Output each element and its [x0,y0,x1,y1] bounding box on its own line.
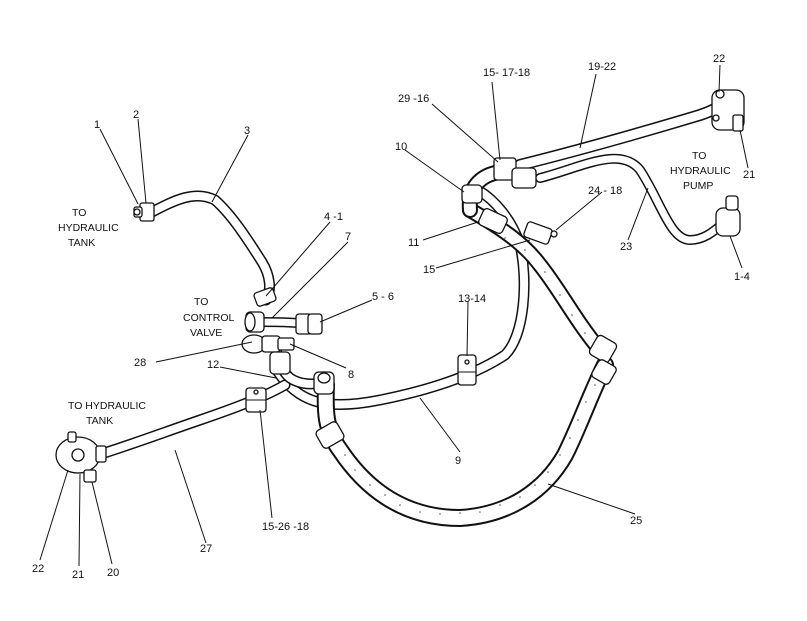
callout-2: 2 [133,109,139,121]
callout-29-16: 29 -16 [398,93,429,105]
hose-assemblies [92,94,734,527]
note-pump-line2: HYDRAULIC [670,165,731,177]
clamp-13-14 [457,354,477,386]
callout-7: 7 [345,231,351,243]
elbow-1-4 [715,195,741,237]
callout-22-right: 22 [713,53,725,65]
callout-20: 20 [107,567,119,579]
tank-flange-20-22 [55,431,107,483]
leader-lines [39,64,749,567]
destination-notes: TO HYDRAULIC TANK TO CONTROL VALVE TO HY… [58,150,731,427]
hose-25 [316,356,614,527]
callout-23: 23 [620,241,632,253]
fitting-28 [241,334,295,354]
callout-28: 28 [134,357,146,369]
elbow-12 [269,351,291,375]
fitting-4-1 [253,287,277,307]
callout-5-6: 5 - 6 [372,291,394,303]
callout-4-1: 4 -1 [324,211,343,223]
fitting-29-16 [493,157,537,189]
callout-12: 12 [207,359,219,371]
callout-9: 9 [455,455,461,467]
callout-15-17-18: 15- 17-18 [483,67,530,79]
callout-11: 11 [408,237,419,249]
fitting-10-11 [461,184,508,234]
fittings [55,89,745,483]
fitting-5-6 [295,313,323,335]
note-tank-top-line2: HYDRAULIC [58,222,119,234]
fitting-25-right [588,334,618,385]
callout-13-14: 13-14 [458,293,486,305]
note-control-line1: TO [194,296,208,308]
callout-10: 10 [395,141,407,153]
fitting-25-lower [315,421,345,449]
callout-21-left: 21 [72,569,84,581]
callout-1-4: 1-4 [734,271,750,283]
callout-19-22: 19-22 [588,61,616,73]
fitting-1-2 [133,202,155,222]
callout-labels: 1 2 3 4 -1 7 5 - 6 28 8 12 9 13-14 15-26… [32,53,755,581]
callout-21-right: 21 [743,169,755,181]
callout-24-18: 24 - 18 [588,185,622,197]
note-tank-bottom-line2: TANK [86,415,113,427]
hose-texture [334,229,596,515]
callout-3: 3 [244,125,250,137]
callout-22-left: 22 [32,563,44,575]
clamp-24-18 [523,221,558,245]
callout-8: 8 [348,369,354,381]
fitting-25-left [313,371,335,395]
note-control-line2: CONTROL [183,312,234,324]
note-tank-top-line1: TO [72,207,86,219]
note-pump-line3: PUMP [683,180,713,192]
callout-15-mid: 15 [423,264,435,276]
callout-15-26-18: 15-26 -18 [262,521,309,533]
note-tank-top-line3: TANK [68,237,95,249]
note-control-line3: VALVE [190,327,222,339]
elbow-19-22 [711,89,745,132]
callout-25: 25 [630,515,642,527]
clamp-15-26-18 [245,387,267,413]
callout-1: 1 [94,119,100,131]
note-tank-bottom-line1: TO HYDRAULIC [68,400,146,412]
fitting-7 [244,311,265,333]
note-pump-line1: TO [692,150,706,162]
callout-27: 27 [200,543,212,555]
